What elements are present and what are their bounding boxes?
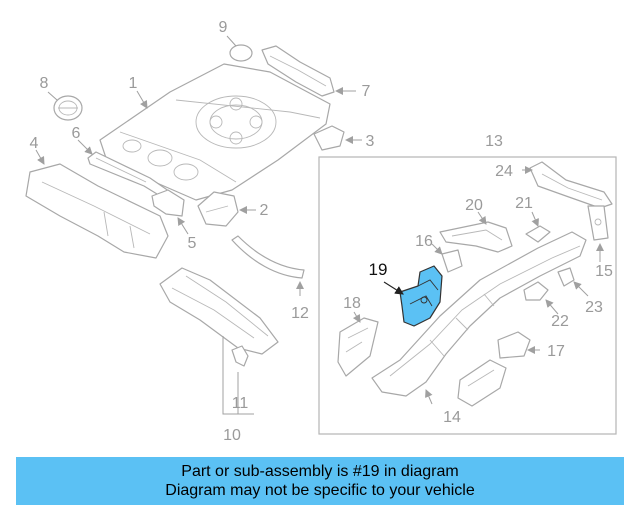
part-14-main-member <box>371 231 587 405</box>
group-13-box <box>318 156 617 435</box>
label-14: 14 <box>443 409 461 426</box>
part-9-plug <box>226 35 253 62</box>
part-5-bracket <box>151 189 189 235</box>
label-24: 24 <box>495 163 513 180</box>
info-banner: Part or sub-assembly is #19 in diagram D… <box>16 457 624 505</box>
label-17: 17 <box>547 343 565 360</box>
part-17-bracket <box>497 331 540 359</box>
banner-line-1: Part or sub-assembly is #19 in diagram <box>181 463 459 480</box>
label-9: 9 <box>219 19 228 36</box>
label-13: 13 <box>485 133 503 150</box>
label-3: 3 <box>366 133 375 150</box>
label-10: 10 <box>223 427 241 444</box>
part-20-bracket <box>439 211 513 253</box>
label-16: 16 <box>415 233 433 250</box>
part-22-bracket <box>523 281 559 315</box>
part-14-outrigger <box>457 359 507 407</box>
part-18-panel <box>337 311 379 377</box>
part-23-bracket <box>557 267 589 297</box>
part-19-highlighted <box>383 265 443 327</box>
label-20: 20 <box>465 197 483 214</box>
label-7: 7 <box>362 83 371 100</box>
part-16-bracket <box>431 243 463 273</box>
label-6: 6 <box>72 125 81 142</box>
label-2: 2 <box>260 202 269 219</box>
part-21-bracket <box>525 211 551 243</box>
parts-diagram: 9 8 1 7 6 3 4 13 24 2 20 21 5 16 15 19 1… <box>25 19 617 444</box>
part-8-round-cover <box>47 91 83 121</box>
part-24-upper-rail <box>522 161 613 209</box>
label-21: 21 <box>515 195 533 212</box>
banner-line-2: Diagram may not be specific to your vehi… <box>165 482 475 499</box>
label-23: 23 <box>585 299 603 316</box>
part-2-reinforcement <box>197 191 256 227</box>
label-5: 5 <box>188 235 197 252</box>
label-12: 12 <box>291 305 309 322</box>
label-8: 8 <box>40 75 49 92</box>
label-22: 22 <box>551 313 569 330</box>
part-12-curved-rail <box>231 235 305 296</box>
part-15-end-plate <box>587 205 609 262</box>
label-19: 19 <box>369 260 388 279</box>
label-1: 1 <box>129 75 138 92</box>
label-15: 15 <box>595 263 613 280</box>
label-11: 11 <box>232 395 249 412</box>
part-7-rear-bracket <box>261 45 356 97</box>
label-18: 18 <box>343 295 361 312</box>
part-10-floor-member <box>159 267 279 415</box>
part-3-rear-panel <box>313 125 362 151</box>
part-4-side-member <box>25 149 169 259</box>
label-4: 4 <box>30 135 39 152</box>
